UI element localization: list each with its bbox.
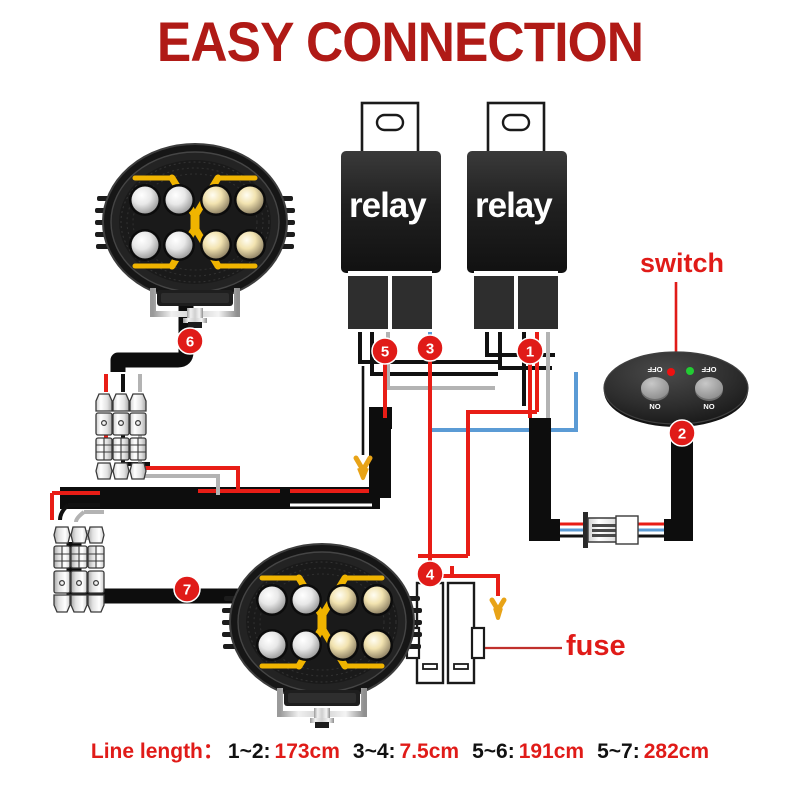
- badge-3: 3: [416, 334, 444, 362]
- line-length-pair-1: 3~4:: [352, 740, 396, 763]
- badge-2: 2: [668, 419, 696, 447]
- badge-7-label: 7: [183, 582, 191, 599]
- line-length-value-3: 282cm: [643, 740, 710, 763]
- relay-left: [341, 101, 441, 329]
- badge-6-label: 6: [186, 334, 194, 351]
- line-length-pair-0: 1~2:: [227, 740, 271, 763]
- wire-loom-right: [280, 407, 392, 509]
- relay-right-label: relay: [475, 186, 553, 225]
- relay-left-label: relay: [349, 186, 427, 225]
- switch-label-left-on: ON: [649, 402, 660, 411]
- line-length-value-1: 7.5cm: [399, 740, 460, 763]
- badge-2-label: 2: [678, 426, 686, 443]
- inline-connector: [583, 512, 639, 548]
- fuse-label: fuse: [566, 630, 626, 662]
- wire-blue-signal: [428, 332, 578, 432]
- wire-switch-harness: [529, 412, 693, 541]
- fuse-holder-right: [446, 581, 486, 685]
- led-work-light-lower: [222, 544, 422, 728]
- switch-label: switch: [640, 248, 725, 278]
- line-length-caption: Line length：: [90, 740, 224, 763]
- line-length-footer: Line length：1~2:173cm 3~4:7.5cm 5~6:191cm 5…: [0, 741, 800, 762]
- badge-1: 1: [516, 337, 544, 365]
- page-title: EASY CONNECTION: [156, 10, 644, 73]
- switch-label-right-off: OFF: [701, 365, 716, 374]
- switch-label-right-on: ON: [703, 402, 714, 411]
- relay-right: [467, 101, 567, 329]
- badge-4-label: 4: [426, 567, 435, 584]
- switch-label-left-off: OFF: [647, 365, 662, 374]
- line-length-value-2: 191cm: [518, 740, 585, 763]
- badge-6: 6: [176, 327, 204, 355]
- badge-5: 5: [371, 337, 399, 365]
- switch-rocker-right[interactable]: [695, 377, 723, 401]
- badge-1-label: 1: [526, 344, 534, 361]
- badge-5-label: 5: [381, 344, 389, 361]
- badge-7: 7: [173, 575, 201, 603]
- badge-4: 4: [416, 560, 444, 588]
- line-length-value-0: 173cm: [274, 740, 340, 763]
- led-work-light-upper: [95, 144, 295, 328]
- line-length-pair-3: 5~7:: [597, 740, 640, 763]
- switch-panel[interactable]: OFF OFF ON ON: [603, 351, 749, 427]
- switch-led-red: [667, 368, 675, 376]
- switch-rocker-left[interactable]: [641, 377, 669, 401]
- line-length-pair-2: 5~6:: [472, 740, 515, 763]
- switch-led-green: [686, 367, 694, 375]
- badge-3-label: 3: [426, 341, 434, 358]
